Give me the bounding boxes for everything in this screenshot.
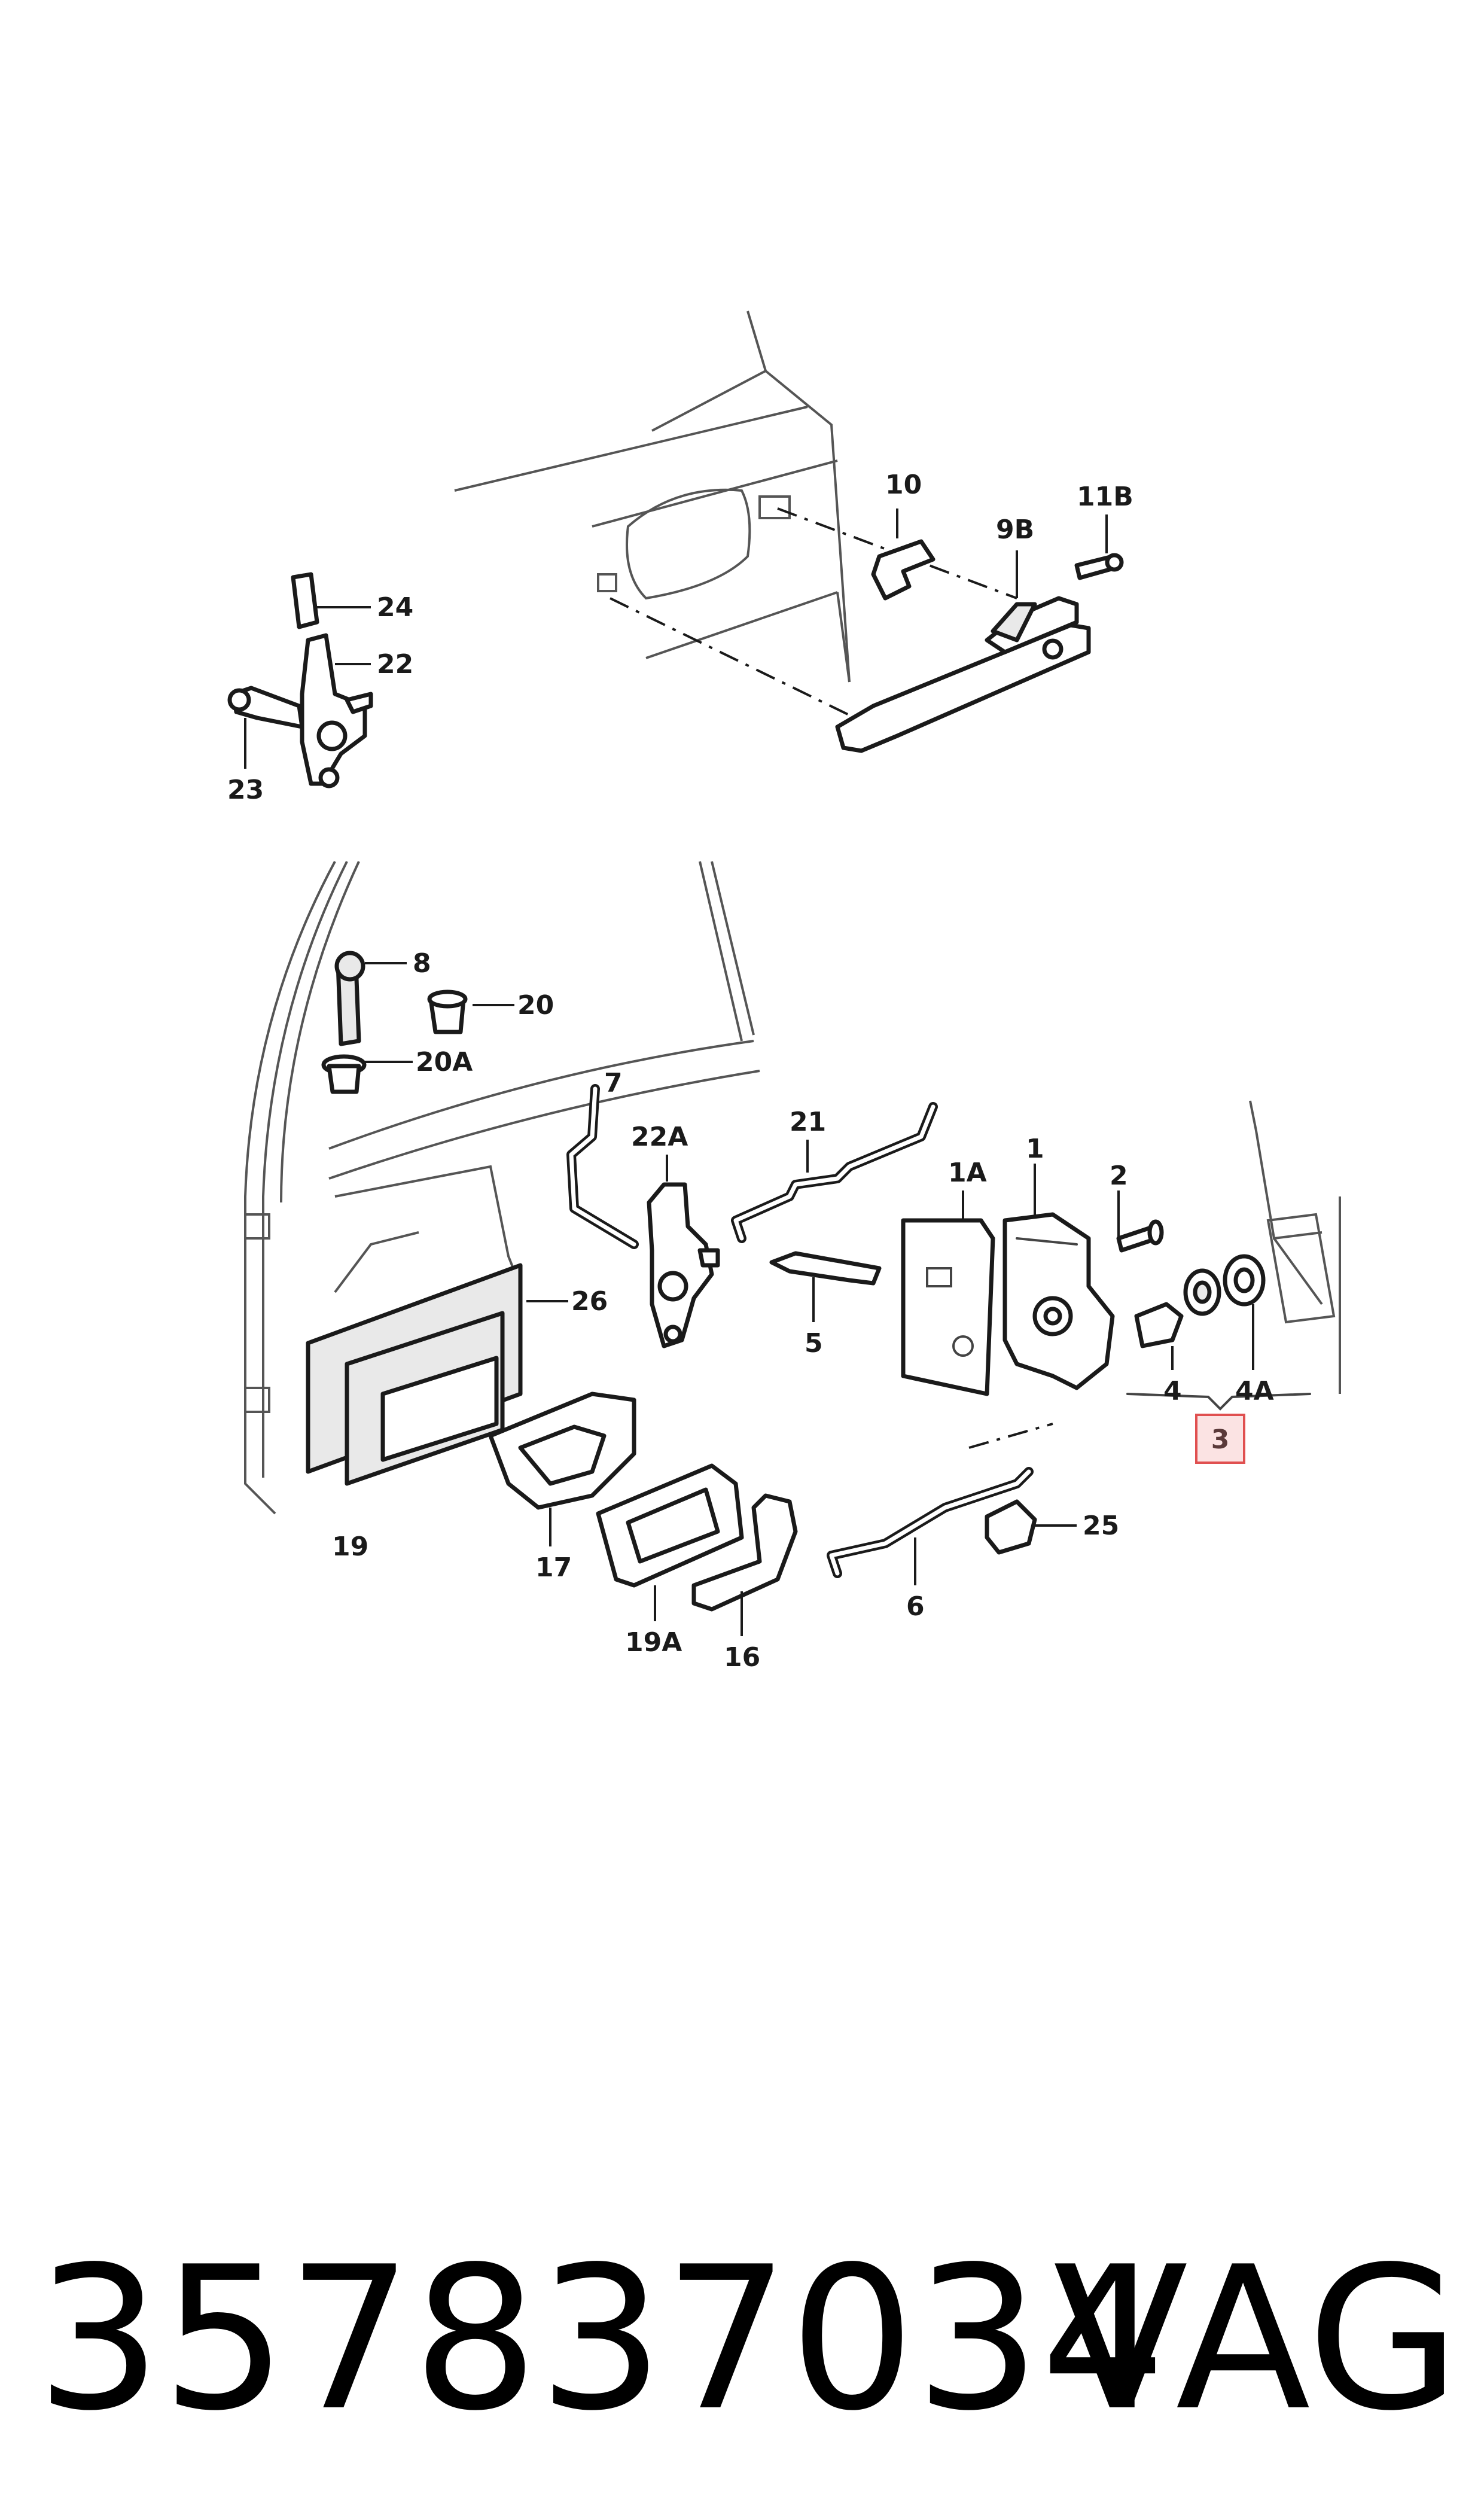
label-9b: 9B xyxy=(996,514,1034,545)
upper-door-body xyxy=(454,310,1017,725)
label-16: 16 xyxy=(724,1642,760,1673)
label-6: 6 xyxy=(906,1591,925,1622)
footer: 357837034 VAG xyxy=(0,2225,1484,2453)
label-7: 7 xyxy=(604,1068,623,1098)
label-23: 23 xyxy=(227,775,264,805)
label-20a: 20A xyxy=(416,1047,473,1077)
label-25: 25 xyxy=(1083,1511,1119,1541)
parts-diagram: 10 9B 11B 24 22 23 8 20 20A 7 22A 21 1A … xyxy=(227,310,1341,1673)
callout-3-label: 3 xyxy=(1211,1424,1230,1455)
label-8: 8 xyxy=(413,948,431,979)
label-21: 21 xyxy=(790,1107,826,1137)
part-1a-lock-cover xyxy=(901,1191,995,1396)
part-1-door-lock xyxy=(1002,1164,1115,1390)
part-21-rod xyxy=(731,1102,938,1243)
part-number: 357837034 xyxy=(36,2224,1166,2454)
label-11b: 11B xyxy=(1077,482,1133,512)
brand-name: VAG xyxy=(1053,2224,1460,2454)
part-6-rod xyxy=(827,1423,1053,1585)
part-22a-lock-lever xyxy=(647,1155,720,1348)
part-9b-exterior-handle xyxy=(835,550,1091,753)
part-20-grommet xyxy=(427,989,514,1034)
label-26: 26 xyxy=(571,1286,608,1317)
label-1: 1 xyxy=(1026,1134,1044,1164)
part-8-lock-knob xyxy=(334,951,407,1046)
label-4a: 4A xyxy=(1235,1376,1274,1406)
part-22-lock-lever xyxy=(300,633,373,788)
part-16-inner-handle xyxy=(691,1493,798,1636)
part-5-lever xyxy=(769,1251,882,1322)
label-10: 10 xyxy=(885,470,922,500)
part-17-handle-trim xyxy=(488,1392,636,1546)
part-2-screw xyxy=(1116,1191,1164,1253)
bracket-3 xyxy=(1126,1393,1311,1411)
label-17: 17 xyxy=(535,1552,572,1583)
label-1a: 1A xyxy=(948,1158,987,1188)
part-25-clip xyxy=(985,1499,1077,1555)
label-22a: 22A xyxy=(631,1122,688,1152)
label-20: 20 xyxy=(517,990,554,1021)
part-24-cap xyxy=(291,572,371,629)
label-4: 4 xyxy=(1163,1376,1182,1406)
part-19a-bezel xyxy=(596,1463,744,1621)
part-4a-washer xyxy=(1223,1254,1266,1370)
label-24: 24 xyxy=(377,592,413,623)
label-5: 5 xyxy=(805,1328,823,1359)
part-11b-screw xyxy=(1074,514,1124,580)
part-23-lock-cylinder xyxy=(227,686,304,769)
label-22: 22 xyxy=(377,649,413,680)
part-7-rod xyxy=(566,1084,639,1249)
callout-3-highlight[interactable]: 3 xyxy=(1195,1414,1245,1464)
part-4-striker-bolt xyxy=(1134,1268,1221,1370)
part-labels: 10 9B 11B 24 22 23 8 20 20A 7 22A 21 1A … xyxy=(227,470,1274,1673)
label-19a: 19A xyxy=(625,1627,682,1658)
label-19: 19 xyxy=(332,1531,368,1562)
part-10-clip xyxy=(871,509,936,601)
label-2: 2 xyxy=(1110,1161,1128,1191)
part-20a-grommet xyxy=(321,1054,413,1094)
